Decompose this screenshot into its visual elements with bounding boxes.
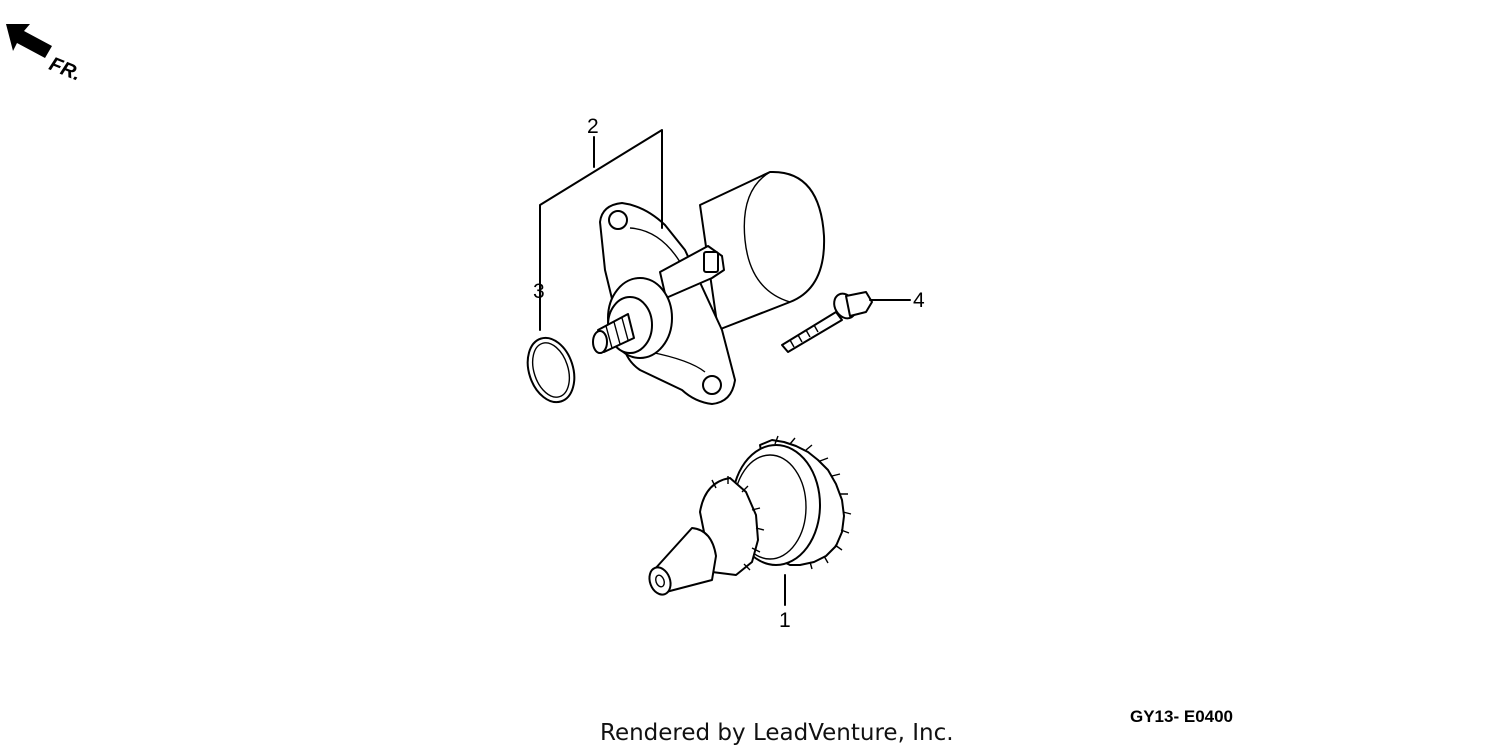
callout-3: 3 [533,280,545,303]
callout-2: 2 [587,115,599,138]
front-direction-arrow-icon [6,24,52,58]
flange-bolt-part[interactable] [781,290,873,353]
starter-drive-gear-part[interactable] [646,435,852,598]
o-ring-part[interactable] [520,332,582,408]
callout-4: 4 [913,289,925,312]
diagram-code: GY13- E0400 [1130,707,1233,726]
callout-1: 1 [779,609,791,632]
credit-text: Rendered by LeadVenture, Inc. [600,720,954,746]
leader-lines [539,129,911,606]
direction-label: FR. [46,53,84,85]
starter-motor-part[interactable] [592,170,826,405]
